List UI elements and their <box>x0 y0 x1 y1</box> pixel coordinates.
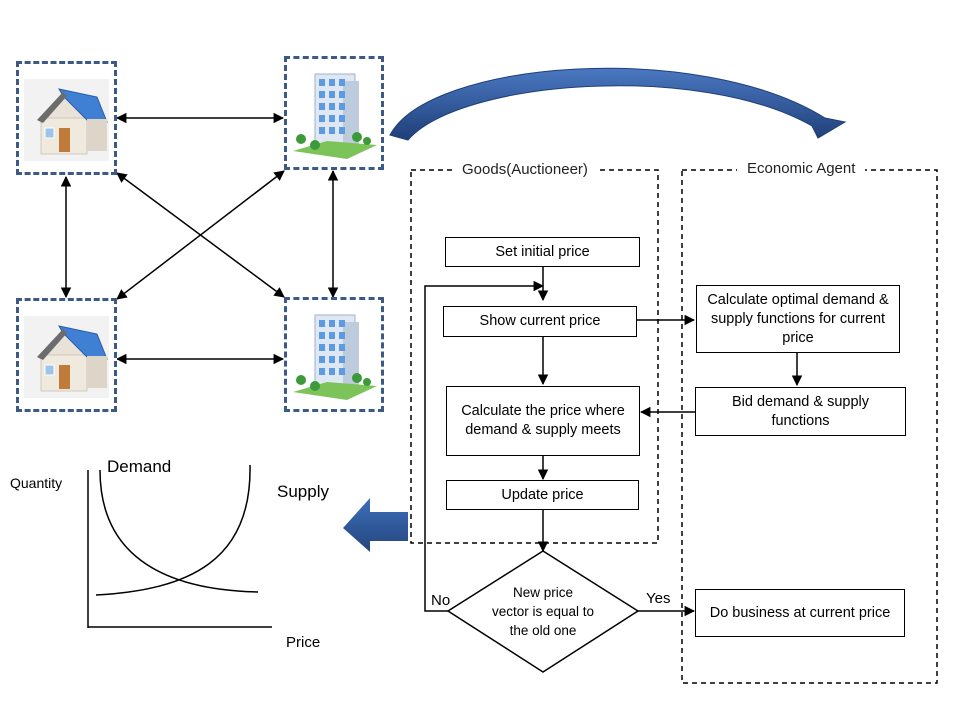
goods-swimlane <box>410 169 659 544</box>
decision-line-1: New price <box>512 585 574 600</box>
agent-swimlane-title: Economic Agent <box>737 160 866 178</box>
quantity-axis-label: Quantity <box>10 475 63 491</box>
decision-text: New price vector is equal to the old one <box>478 583 608 640</box>
decision-line-3: the old one <box>509 623 577 638</box>
building-node-top-right <box>284 56 384 170</box>
demand-label: Demand <box>107 457 172 476</box>
calculate-price-box: Calculate the price where demand & suppl… <box>446 386 640 456</box>
supply-label: Supply <box>277 482 329 501</box>
show-current-price-box: Show current price <box>443 306 637 337</box>
bid-functions-box: Bid demand & supply functions <box>695 387 906 436</box>
decision-line-2: vector is equal to <box>491 604 595 619</box>
set-initial-price-box: Set initial price <box>445 237 640 267</box>
house-icon <box>24 316 109 398</box>
curved-arrow <box>389 67 847 141</box>
no-label: No <box>431 592 451 609</box>
decision-diamond <box>446 550 640 673</box>
house-node-bottom-left <box>16 298 117 412</box>
building-icon <box>293 314 377 400</box>
update-price-box: Update price <box>446 480 639 510</box>
left-block-arrow <box>343 498 408 552</box>
house-node-top-left <box>16 61 117 175</box>
do-business-box: Do business at current price <box>695 589 905 637</box>
price-axis-label: Price <box>286 634 321 651</box>
building-node-bottom-right <box>284 297 384 412</box>
calculate-optimal-box: Calculate optimal demand & supply functi… <box>696 285 900 353</box>
goods-swimlane-title: Goods(Auctioneer) <box>452 161 598 179</box>
house-icon <box>24 79 109 161</box>
building-icon <box>293 73 377 159</box>
demand-curve <box>99 469 259 593</box>
yes-label: Yes <box>646 590 671 607</box>
link-building1-house2 <box>116 170 285 300</box>
supply-curve <box>95 464 251 596</box>
